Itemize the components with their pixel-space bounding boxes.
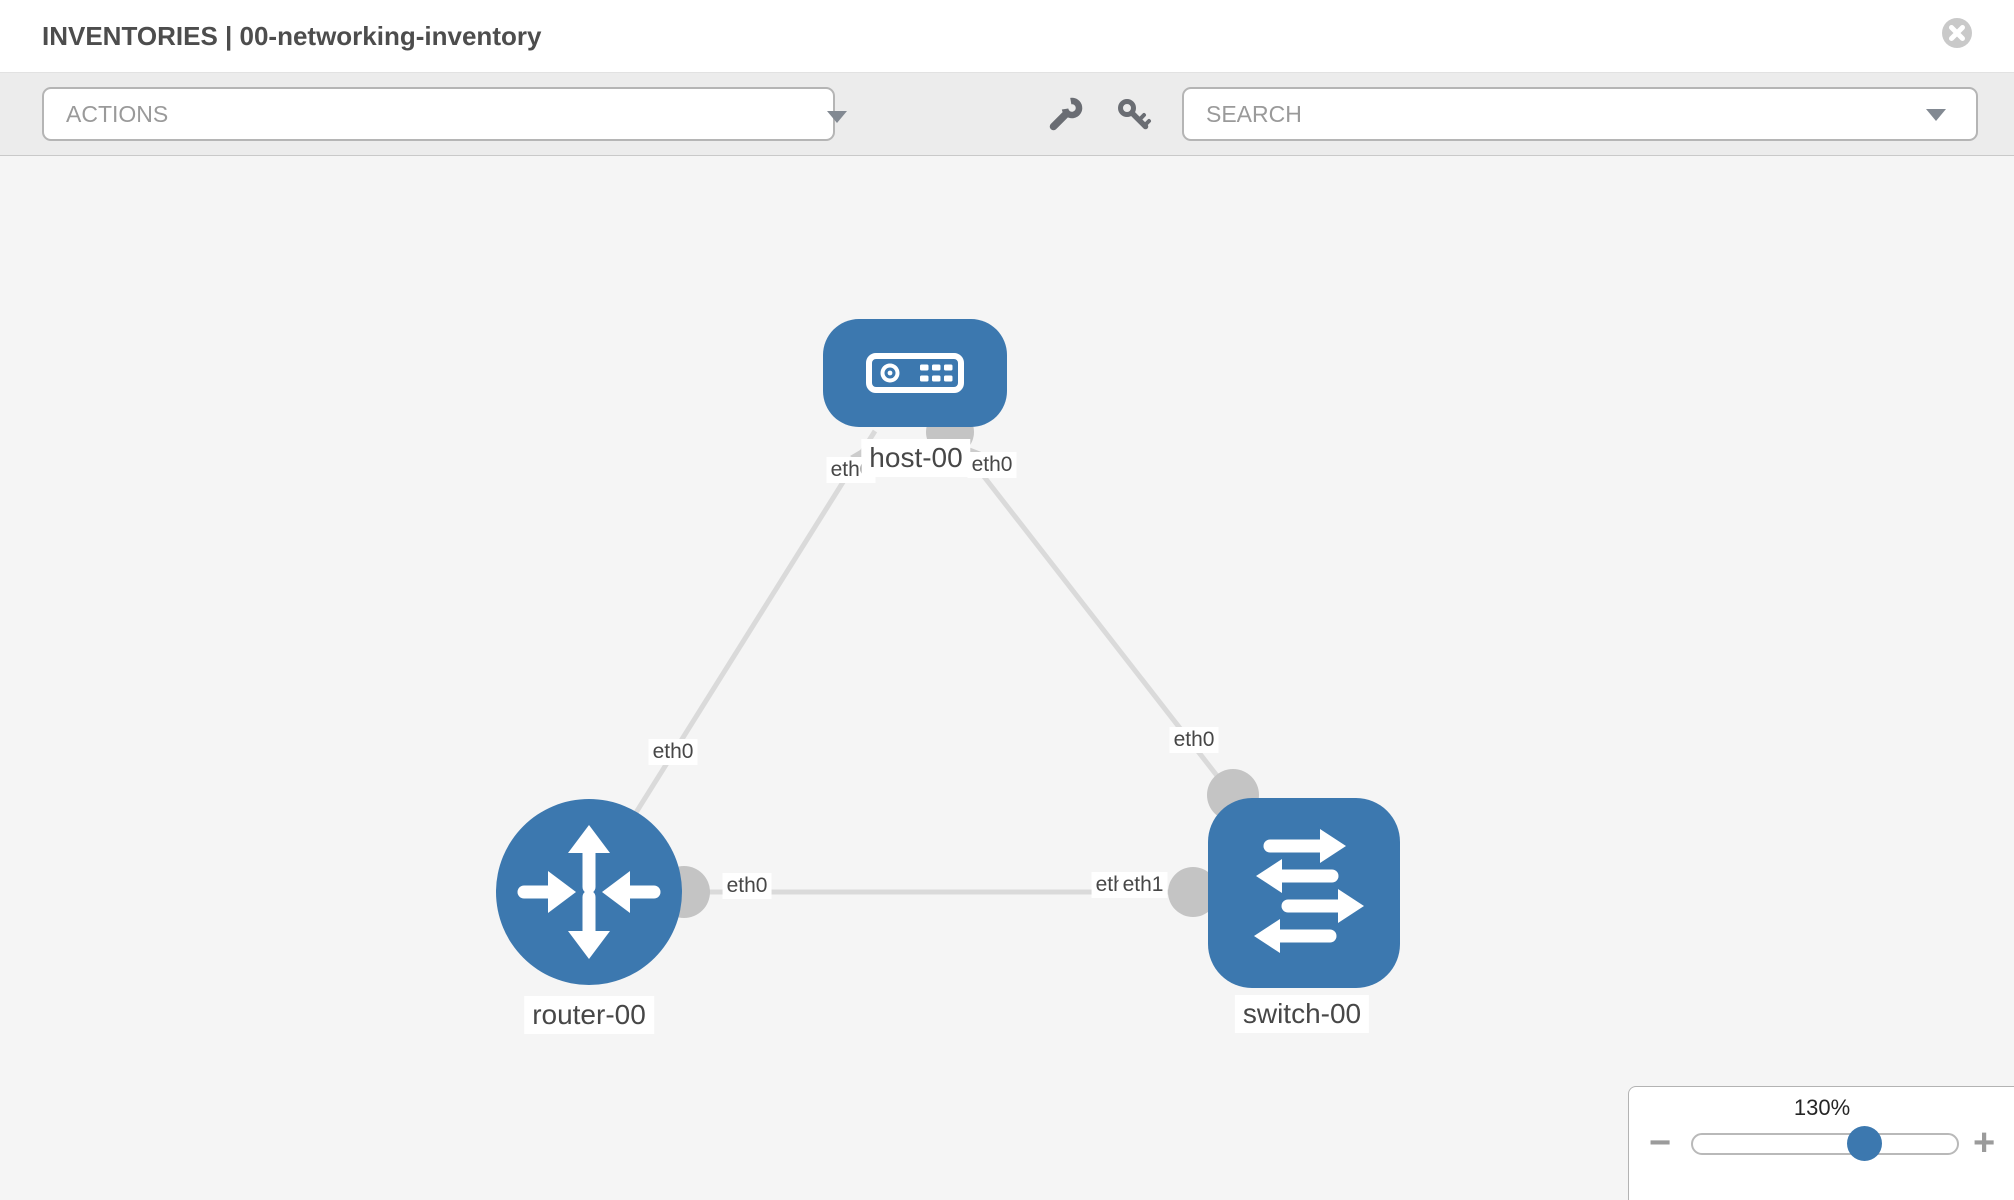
router-icon bbox=[517, 825, 661, 959]
node-router[interactable] bbox=[496, 799, 682, 985]
node-host[interactable] bbox=[823, 319, 1007, 427]
search-input[interactable] bbox=[1182, 87, 1978, 141]
chevron-down-icon bbox=[827, 111, 847, 123]
node-switch[interactable] bbox=[1208, 798, 1400, 988]
zoom-in-button[interactable]: + bbox=[1973, 1122, 1996, 1164]
wrench-icon bbox=[1049, 97, 1083, 131]
search-box bbox=[1182, 87, 1978, 141]
interface-label: eth0 bbox=[1169, 727, 1219, 753]
zoom-out-button[interactable]: − bbox=[1649, 1122, 1672, 1164]
interface-label: eth1 bbox=[1118, 872, 1168, 898]
zoom-level-value: 130% bbox=[1793, 1095, 1851, 1120]
close-icon bbox=[1942, 18, 1972, 48]
actions-dropdown[interactable]: ACTIONS bbox=[42, 87, 847, 141]
interface-label: eth0 bbox=[967, 452, 1017, 478]
zoom-slider-handle[interactable] bbox=[1847, 1126, 1882, 1161]
zoom-panel: 130% − + bbox=[1628, 1086, 2014, 1200]
interface-label: eth0 bbox=[648, 739, 698, 765]
zoom-slider-track[interactable] bbox=[1691, 1133, 1959, 1155]
page-title: INVENTORIES | 00-networking-inventory bbox=[42, 21, 542, 51]
topology-canvas[interactable]: host-00 router-00 switch-00 eth0 eth0 et… bbox=[0, 156, 2014, 1200]
key-icon bbox=[1118, 99, 1151, 130]
node-label-switch: switch-00 bbox=[1234, 995, 1370, 1033]
header: INVENTORIES | 00-networking-inventory bbox=[0, 0, 2014, 73]
wrench-button[interactable] bbox=[1047, 97, 1083, 133]
interface-label: eth0 bbox=[722, 873, 772, 899]
node-label-router: router-00 bbox=[524, 996, 654, 1034]
switch-icon bbox=[1254, 829, 1364, 953]
host-icon bbox=[866, 353, 964, 393]
key-button[interactable] bbox=[1116, 97, 1152, 133]
node-label-host: host-00 bbox=[861, 439, 971, 477]
close-button[interactable] bbox=[1942, 18, 1972, 48]
edges-layer bbox=[629, 408, 1259, 918]
toolbar: ACTIONS bbox=[0, 73, 2014, 156]
actions-label: ACTIONS bbox=[66, 101, 169, 127]
chevron-down-icon bbox=[1926, 109, 1946, 121]
port-circle bbox=[1168, 867, 1218, 917]
